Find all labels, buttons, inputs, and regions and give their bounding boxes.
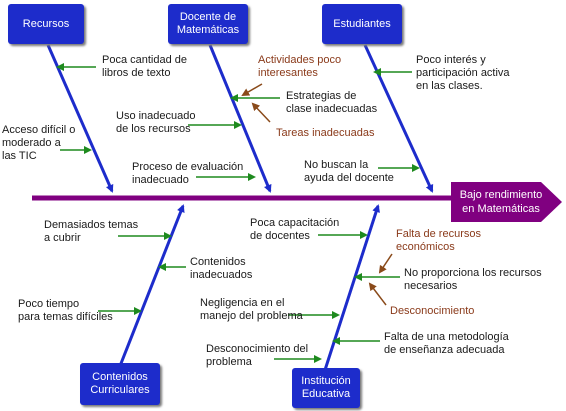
cause-no-buscan: No buscan la ayuda del docente — [304, 159, 394, 184]
category-institucion-box: Institución Educativa — [292, 368, 360, 408]
arrow-desconocimiento — [368, 282, 387, 306]
cause-contenidos-inadecuados: Contenidos inadecuados — [190, 256, 253, 281]
cause-acceso-dificil: Acceso difícil o moderado a las TIC — [2, 124, 76, 162]
subcause-falta-recursos: Falta de recursos económicos — [396, 228, 481, 253]
cause-desconocimiento-problema: Desconocimiento del problema — [206, 343, 309, 368]
cause-proceso-evaluacion: Proceso de evaluación inadecuado — [132, 161, 244, 186]
arrow-falta-recursos — [378, 253, 393, 274]
category-institucion-label: Institución Educativa — [301, 375, 351, 400]
subcause-desconocimiento: Desconocimiento — [390, 305, 475, 317]
cause-poco-interes: Poco interés y participación activa en l… — [416, 54, 510, 92]
subcause-tareas: Tareas inadecuadas — [276, 127, 375, 139]
category-recursos-label: Recursos — [22, 17, 70, 30]
cause-falta-metodologia: Falta de una metodología de enseñanza ad… — [384, 331, 509, 356]
subcause-actividades: Actividades poco interesantes — [258, 54, 342, 79]
category-docente-box: Docente de Matemáticas — [168, 4, 248, 44]
bone-docente — [208, 44, 272, 193]
category-docente-label: Docente de Matemáticas — [176, 11, 240, 36]
cause-poca-capacitacion: Poca capacitación de docentes — [250, 217, 340, 242]
category-contenidos-box: Contenidos Curriculares — [80, 363, 160, 405]
cause-poca-cantidad: Poca cantidad de libros de texto — [102, 54, 188, 79]
category-estudiantes-box: Estudiantes — [322, 4, 402, 44]
cause-negligencia: Negligencia en el manejo del problema — [200, 297, 303, 322]
cause-estrategias: Estrategias de clase inadecuadas — [286, 90, 378, 115]
cause-demasiados-temas: Demasiados temas a cubrir — [44, 219, 139, 244]
category-recursos-box: Recursos — [8, 4, 84, 44]
cause-no-proporciona: No proporciona los recursos necesarios — [404, 267, 542, 292]
cause-poco-tiempo: Poco tiempo para temas difíciles — [18, 298, 113, 323]
arrow-actividades — [241, 83, 263, 97]
effect-label: Bajo rendimiento en Matemáticas — [459, 189, 543, 215]
effect-head-shape — [451, 182, 562, 222]
cause-uso-inadecuado: Uso inadecuado de los recursos — [116, 110, 196, 135]
category-contenidos-label: Contenidos Curriculares — [90, 371, 150, 396]
category-estudiantes-label: Estudiantes — [333, 17, 391, 30]
arrow-tareas — [251, 102, 271, 123]
bone-contenidos — [118, 204, 185, 367]
